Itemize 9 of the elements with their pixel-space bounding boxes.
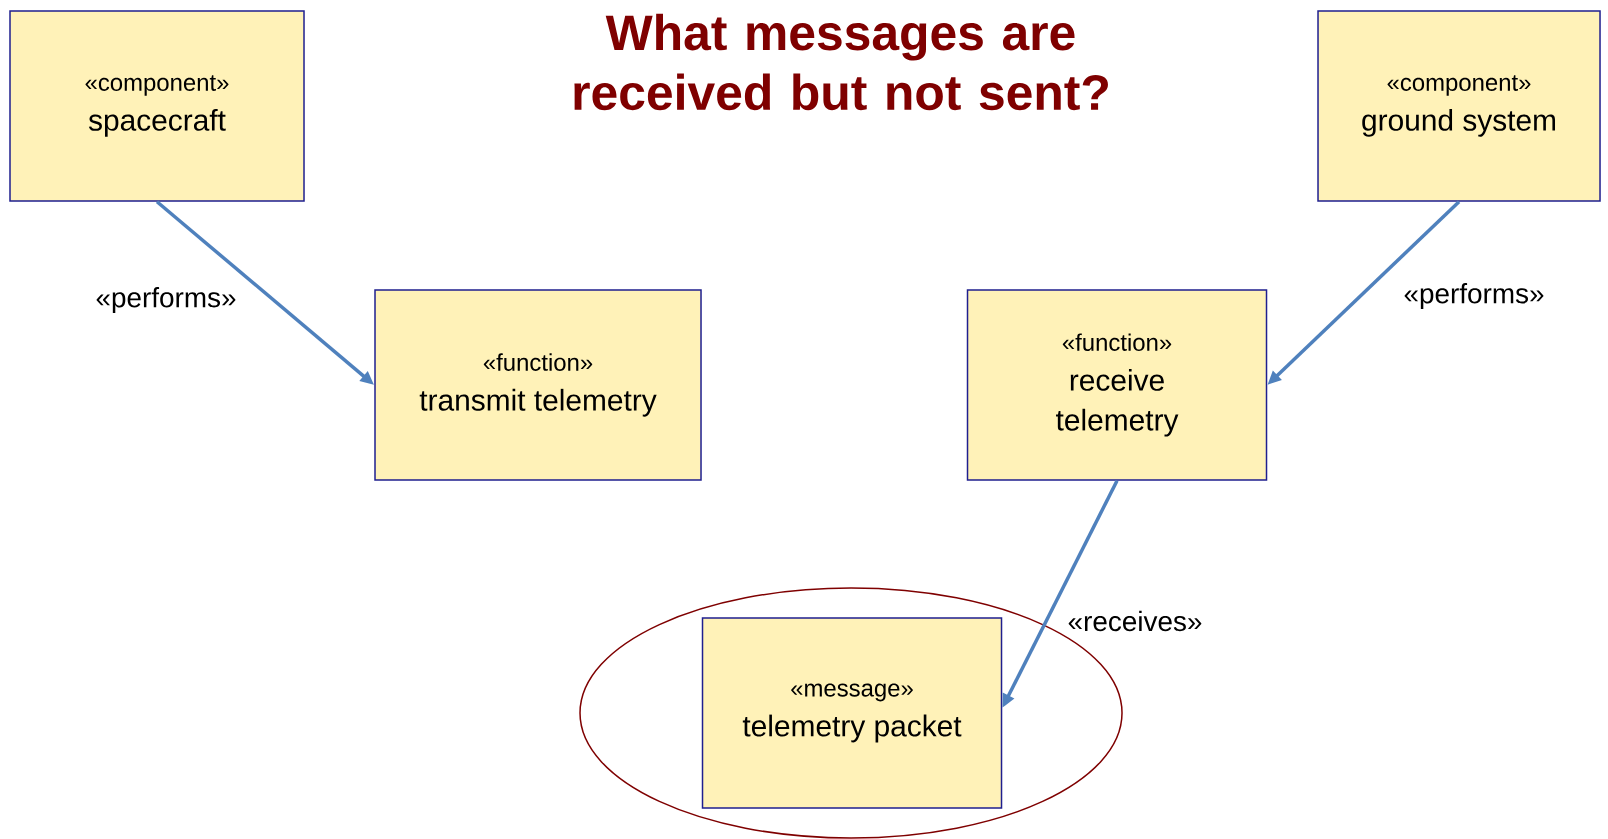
edge-label: «performs»: [93, 285, 239, 315]
edge-label: «receives»: [1065, 608, 1205, 634]
component-box: «component» spacecraft: [9, 10, 305, 202]
edge-label: «performs»: [1401, 281, 1547, 311]
component-box: «message» telemetry packet: [701, 617, 1003, 809]
component-box: «component» ground system: [1317, 10, 1601, 202]
component-box: «function» transmit telemetry: [374, 289, 702, 481]
component-box: «function» receive telemetry: [966, 289, 1268, 481]
title: What messages are received but not sent?: [574, 13, 1108, 111]
